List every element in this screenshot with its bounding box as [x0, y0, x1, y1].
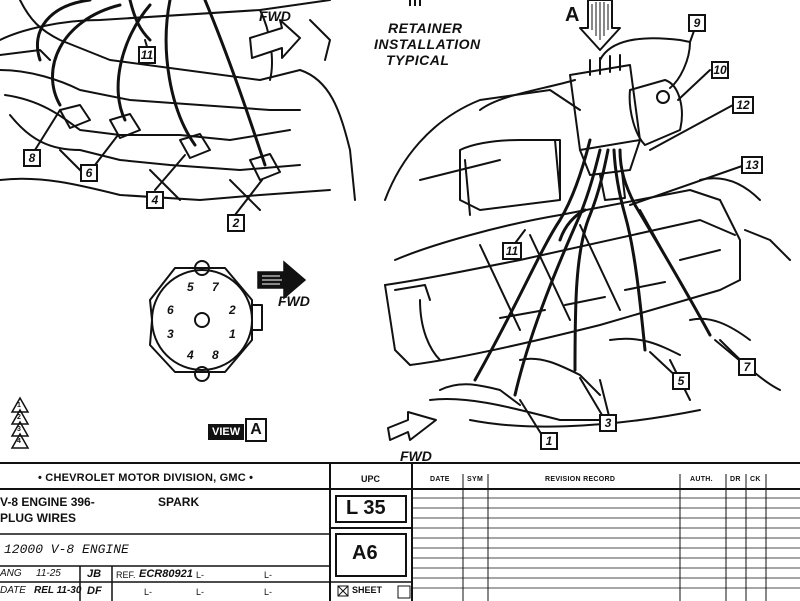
retainer-note-line: TYPICAL [386, 52, 450, 68]
rev-header-record: REVISION RECORD [545, 476, 616, 483]
rev-triangle-number: 2 [17, 414, 21, 421]
rev-triangle-number: 4 [17, 438, 21, 445]
drawing-title-line2: PLUG WIRES [0, 511, 77, 525]
fwd-label: FWD [278, 293, 310, 309]
rev-header-auth: AUTH. [690, 476, 713, 483]
l-mark: L- [196, 570, 205, 580]
sheet-code: A6 [352, 542, 378, 564]
company-name: • CHEVROLET MOTOR DIVISION, GMC • [38, 472, 254, 484]
callout-6: 6 [80, 164, 98, 182]
cap-number: 7 [212, 280, 219, 294]
rev-header-dr: DR [730, 476, 741, 483]
drawn-date: 11-25 [36, 568, 61, 579]
retainer-note-line: INSTALLATION [374, 36, 481, 52]
l-mark: L- [144, 587, 153, 597]
callout-1: 1 [540, 432, 558, 450]
fwd-label: FWD [400, 448, 432, 464]
view-marker: A [565, 4, 580, 26]
upc-value: L 35 [346, 497, 386, 519]
callout-12: 12 [732, 96, 754, 114]
date-rel-value: REL 11-30 [34, 585, 82, 596]
cap-number: 8 [212, 348, 219, 362]
drawing-title-line1a: V-8 ENGINE 396- [0, 495, 95, 509]
callout-8: 8 [23, 149, 41, 167]
cap-number: 5 [187, 280, 194, 294]
engine-line-art [0, 0, 791, 449]
callout-2: 2 [227, 214, 245, 232]
date-rel-initials: DF [87, 585, 102, 597]
callout-3: 3 [599, 414, 617, 432]
callout-13: 13 [741, 156, 763, 174]
date-rel-label: DATE [0, 585, 26, 596]
cap-number: 4 [187, 348, 194, 362]
l-mark: L- [264, 570, 273, 580]
cap-number: 6 [167, 303, 174, 317]
l-mark: L- [264, 587, 273, 597]
rev-header-date: DATE [430, 476, 450, 483]
drawing-title-line1b: SPARK [158, 495, 200, 509]
sheet-label: SHEET [352, 585, 383, 595]
upc-label: UPC [361, 474, 381, 484]
part-number: 12000 V-8 ENGINE [4, 542, 129, 557]
rev-triangle-number: 1 [17, 402, 21, 409]
view-badge-letter: A [245, 418, 267, 442]
title-block: • CHEVROLET MOTOR DIVISION, GMC • V-8 EN… [0, 462, 800, 601]
callout-11-right: 11 [502, 242, 522, 260]
cap-number: 3 [167, 327, 174, 341]
callout-11: 11 [138, 46, 156, 64]
view-badge: VIEW [208, 424, 245, 440]
cap-number: 1 [229, 327, 236, 341]
ref-value: ECR80921 [139, 568, 193, 580]
l-mark: L- [196, 587, 205, 597]
title-block-grid [0, 464, 800, 601]
callout-5: 5 [672, 372, 690, 390]
retainer-note-line: RETAINER [388, 20, 463, 36]
rev-triangle-number: 3 [17, 426, 21, 433]
rev-header-ck: CK [750, 476, 761, 483]
cap-number: 2 [229, 303, 236, 317]
drawn-label: ANG [0, 568, 22, 579]
callout-10: 10 [711, 61, 729, 79]
callout-9: 9 [688, 14, 706, 32]
callout-7: 7 [738, 358, 756, 376]
ref-label: REF. [116, 570, 136, 580]
callout-4: 4 [146, 191, 164, 209]
drawn-initials: JB [87, 568, 102, 580]
fwd-label: FWD [259, 8, 291, 24]
rev-header-sym: SYM [467, 476, 484, 483]
